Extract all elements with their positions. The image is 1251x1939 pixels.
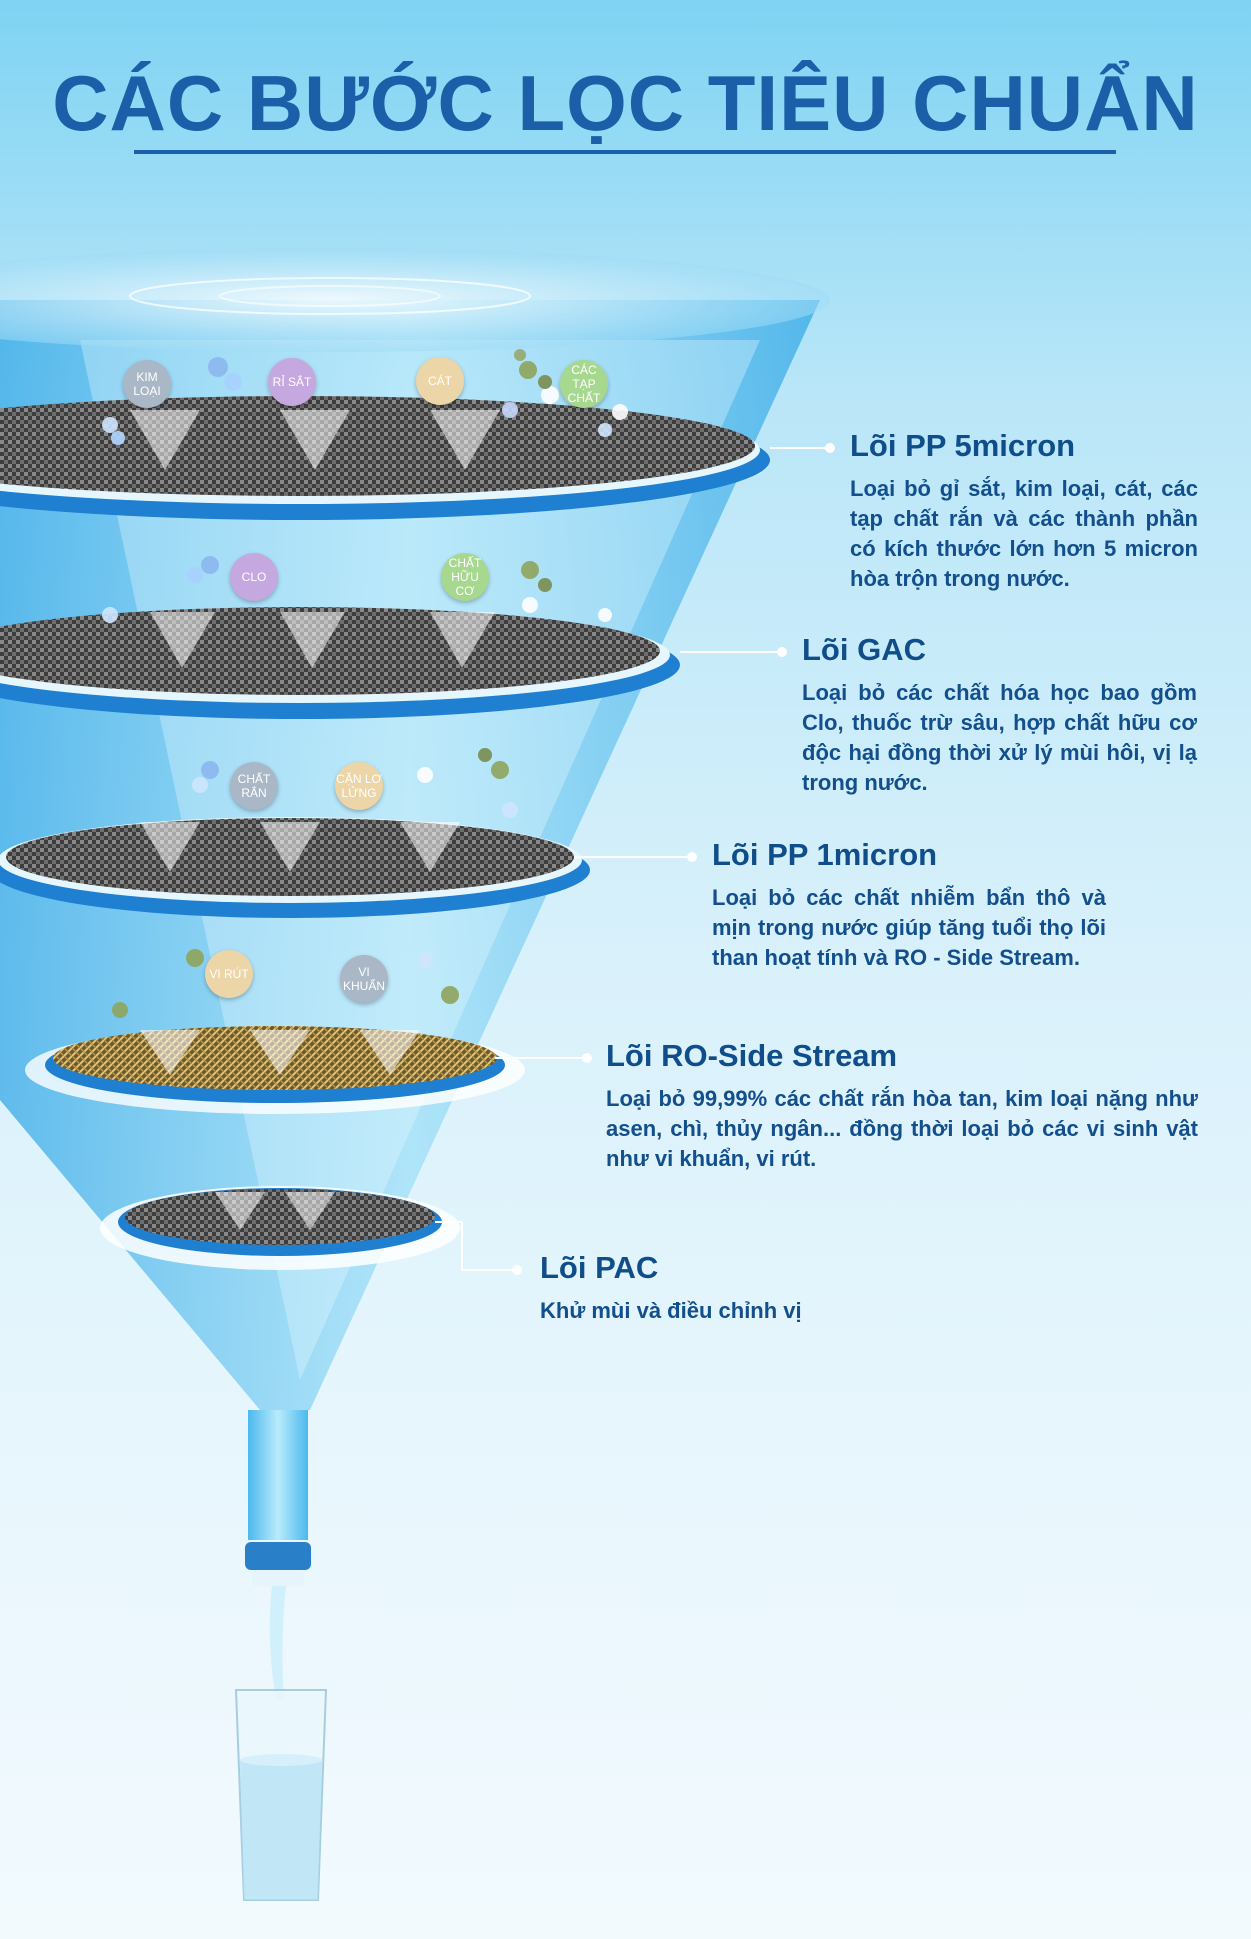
contaminant-label: CHẤT RẮN xyxy=(230,762,278,810)
contaminant-label: KIM LOẠI xyxy=(123,360,171,408)
water-stream xyxy=(269,1586,286,1700)
stage-description: Loại bỏ 99,99% các chất rắn hòa tan, kim… xyxy=(606,1086,1198,1171)
stage-caption-pac: Lõi PAC Khử mùi và điều chỉnh vị xyxy=(540,1250,940,1326)
stage-description: Loại bỏ các chất nhiễm bẩn thô và mịn tr… xyxy=(712,885,1106,970)
contaminant-label: CLO xyxy=(230,553,278,601)
outlet-tube xyxy=(248,1410,308,1540)
stage-caption-gac: Lõi GAC Loại bỏ các chất hóa học bao gồm… xyxy=(802,632,1197,798)
contaminant-label: VI KHUẨN xyxy=(340,955,388,1003)
contaminant-label: CHẤT HỮU CƠ xyxy=(441,553,489,601)
contaminant-particles xyxy=(102,349,628,1018)
filter-disc-5 xyxy=(100,1186,460,1270)
stage-title: Lõi PP 5micron xyxy=(850,428,1076,463)
leader-dots xyxy=(512,443,835,1275)
stage-caption-pp5: Lõi PP 5micron Loại bỏ gỉ sắt, kim loại,… xyxy=(850,428,1198,594)
filter-disc-1 xyxy=(0,396,770,520)
stage-title: Lõi GAC xyxy=(802,632,926,667)
stage-description: Loại bỏ các chất hóa học bao gồm Clo, th… xyxy=(802,680,1197,795)
stage-title: Lõi RO-Side Stream xyxy=(606,1038,898,1073)
filter-disc-2 xyxy=(0,607,680,719)
stage-caption-ro: Lõi RO-Side Stream Loại bỏ 99,99% các ch… xyxy=(606,1038,1198,1174)
contaminant-label: CÁT xyxy=(416,357,464,405)
contaminant-label: CÁC TẠP CHẤT xyxy=(560,360,608,408)
filter-disc-3 xyxy=(0,817,590,918)
stage-description: Khử mùi và điều chỉnh vị xyxy=(540,1298,802,1323)
filter-disc-4 xyxy=(25,1026,525,1114)
title-underline xyxy=(134,150,1116,154)
contaminant-label: CẶN LƠ LỬNG xyxy=(335,762,383,810)
stage-caption-pp1: Lõi PP 1micron Loại bỏ các chất nhiễm bẩ… xyxy=(712,837,1106,973)
stage-title: Lõi PP 1micron xyxy=(712,837,938,872)
page-title: CÁC BƯỚC LỌC TIÊU CHUẨN xyxy=(52,59,1199,147)
contaminant-label: VI RÚT xyxy=(205,950,253,998)
outlet-nozzle xyxy=(245,1542,311,1570)
water-surface xyxy=(0,248,830,352)
contaminant-label: RỈ SẮT xyxy=(268,358,316,406)
drinking-glass xyxy=(234,1689,328,1901)
stage-title: Lõi PAC xyxy=(540,1250,659,1285)
leader-lines xyxy=(435,447,828,1271)
stage-description: Loại bỏ gỉ sắt, kim loại, cát, các tạp c… xyxy=(850,476,1198,591)
